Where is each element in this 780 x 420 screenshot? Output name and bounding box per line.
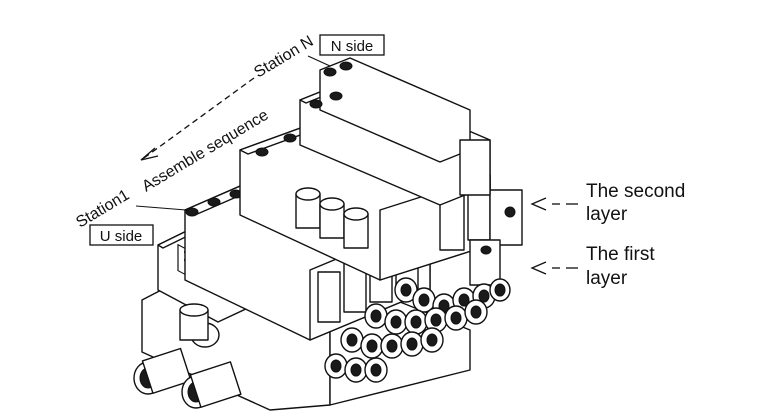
dashed-arrow-icon: [140, 77, 255, 161]
first-layer-line1: The first: [586, 244, 655, 265]
u-side-label: U side: [89, 224, 154, 246]
top-cylinders: [295, 187, 369, 249]
first-layer-callout: The first layer: [530, 244, 655, 289]
u-side-leader: [135, 205, 187, 211]
second-layer-pointer-icon: [530, 197, 547, 211]
first-layer-line2: layer: [586, 268, 628, 289]
second-layer-callout: The second layer: [530, 181, 685, 225]
n-side-leader: [307, 55, 331, 67]
left-fittings: [133, 303, 242, 409]
n-side-label: N side: [319, 34, 385, 56]
n-side-text: N side: [331, 38, 374, 55]
station-n-label: Station N: [251, 33, 316, 81]
front-tube-fittings: [324, 277, 511, 383]
second-layer-line1: The second: [586, 181, 685, 202]
valve-manifold-drawing: [133, 57, 523, 411]
u-side-text: U side: [100, 228, 143, 245]
first-layer-pointer-icon: [530, 261, 547, 275]
second-layer-valves: [239, 57, 523, 286]
second-layer-line2: layer: [586, 204, 628, 225]
